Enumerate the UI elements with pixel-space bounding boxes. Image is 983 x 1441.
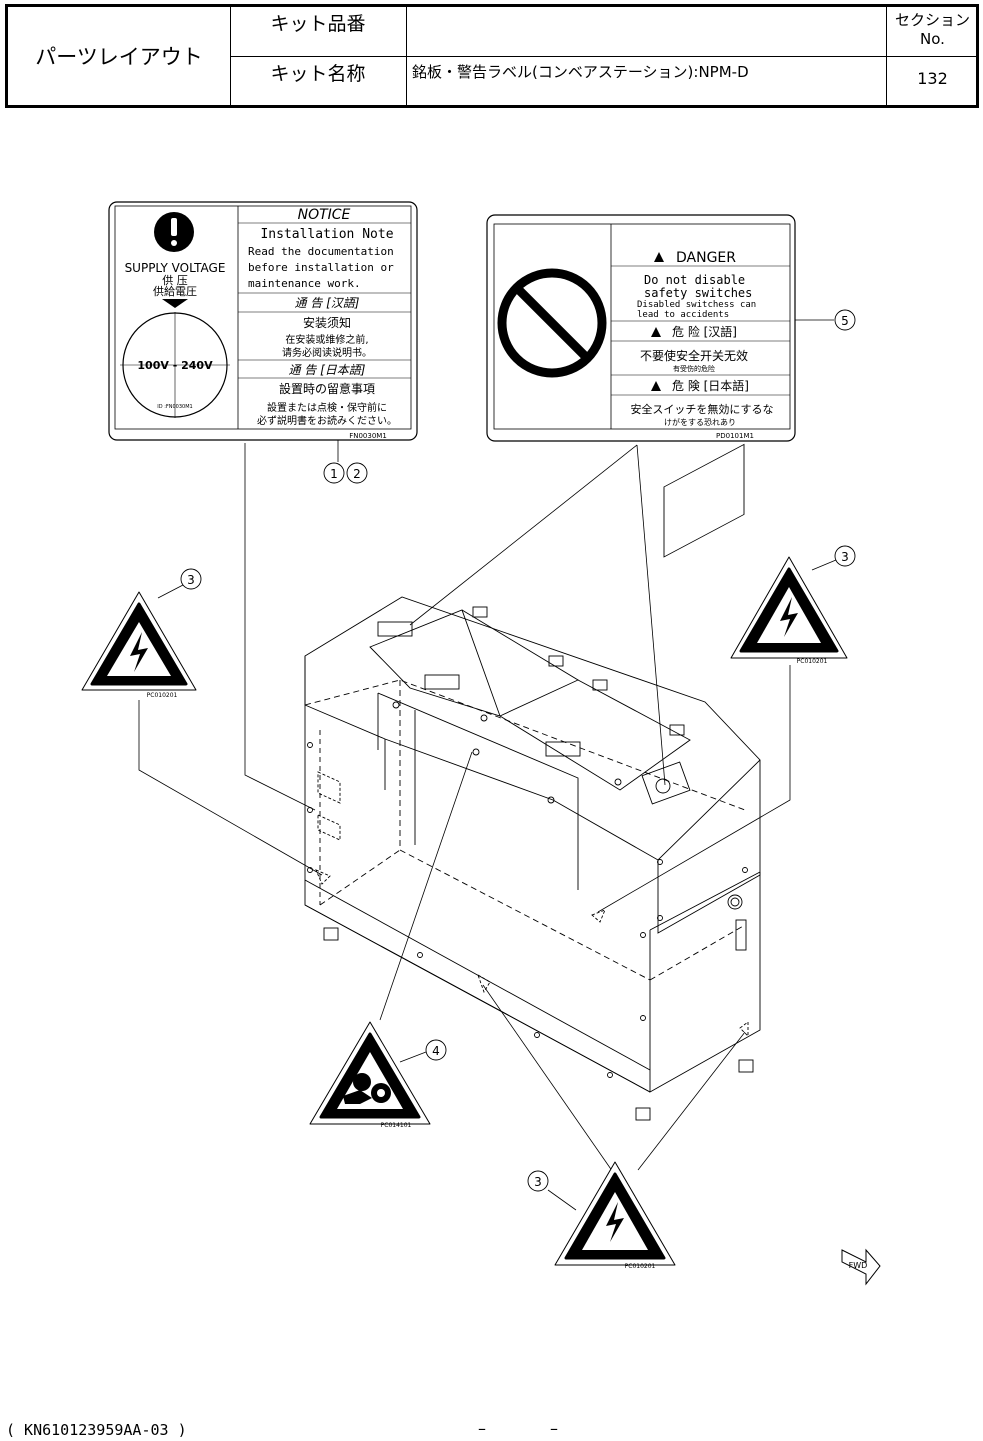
svg-text:2: 2 <box>353 467 361 481</box>
danger-small-1: Disabled switchess can <box>637 300 756 310</box>
page-dash-right: – <box>550 1419 558 1438</box>
kit-name-value: 銘板・警告ラベル(コンベアステーション):NPM-D <box>412 63 749 81</box>
danger-cn-body: 不要使安全开关无效 <box>640 348 748 363</box>
notice-jp-body-2: 必ず説明書をお読みください。 <box>257 414 397 427</box>
svg-text:3: 3 <box>534 1175 542 1189</box>
danger-title: DANGER <box>676 250 736 266</box>
electric-warning-label-right: PC010201 <box>730 556 848 665</box>
notice-body-3: maintenance work. <box>248 277 361 290</box>
title-block: パーツレイアウト キット品番 キット名称 銘板・警告ラベル(コンベアステーション… <box>5 4 979 108</box>
section-value: 132 <box>917 69 948 88</box>
notice-body-2: before installation or <box>248 261 394 274</box>
svg-text:PC010201: PC010201 <box>797 658 828 665</box>
section-label: セクションNo. <box>894 11 970 48</box>
id-text: ID :FN0030M1 <box>157 404 192 410</box>
danger-small-2: lead to accidents <box>637 310 729 320</box>
callout-4 <box>425 1039 447 1061</box>
warning-triangle-cn-icon <box>651 327 661 337</box>
page-dash-left: – <box>478 1419 486 1438</box>
svg-text:3: 3 <box>187 573 195 587</box>
danger-cn-small: 有受伤的危险 <box>673 364 715 373</box>
svg-text:5: 5 <box>841 314 849 328</box>
supply-voltage-text: SUPPLY VOLTAGE <box>125 261 226 275</box>
notice-cn-header: 通 告 [汉語] <box>295 296 360 310</box>
page-title: パーツレイアウト <box>35 45 203 69</box>
danger-jp-header: 危 険 [日本語] <box>672 378 749 393</box>
callout-3-bottom <box>527 1170 549 1192</box>
notice-jp-body-1: 設置または点検・保守前に <box>267 401 387 414</box>
supply-jp-text: 供給電圧 <box>153 284 197 298</box>
leader-lines <box>138 443 791 1176</box>
danger-body-1: Do not disable <box>644 273 745 287</box>
svg-text:PC014101: PC014101 <box>381 1122 412 1129</box>
notice-title: NOTICE <box>298 207 351 223</box>
notice-cn-body-1: 在安装或维修之前, <box>285 333 368 346</box>
svg-text:PC010201: PC010201 <box>147 692 178 699</box>
conveyor-station-drawing <box>304 443 761 1121</box>
notice-jp-title: 設置時の留意事項 <box>279 381 375 396</box>
notice-subtitle: Installation Note <box>260 227 393 242</box>
notice-jp-header: 通 告 [日本語] <box>289 363 366 377</box>
pinch-warning-label: PC014101 <box>309 1021 431 1129</box>
lightning-icon <box>780 597 798 637</box>
svg-text:4: 4 <box>432 1044 440 1058</box>
electric-warning-label-left: PC010201 <box>81 591 197 699</box>
supply-cn-text: 供 压 <box>162 273 188 287</box>
callout-5 <box>834 309 856 331</box>
svg-text:PC010201: PC010201 <box>625 1263 656 1270</box>
fwd-arrow-icon: FWD <box>841 1248 881 1286</box>
danger-jp-body: 安全スイッチを無効にするな <box>630 402 773 416</box>
arrow-down-icon <box>162 299 188 308</box>
callout-1 <box>323 462 345 484</box>
notice-code: FN0030M1 <box>349 432 387 440</box>
notice-body-1: Read the documentation <box>248 245 394 258</box>
notice-cn-body-2: 请务必阅读说明书。 <box>282 346 372 359</box>
voltage-text: 100V - 240V <box>137 359 213 372</box>
warning-triangle-icon <box>654 252 664 262</box>
kit-number-label: キット品番 <box>270 13 366 35</box>
kit-name-label: キット名称 <box>270 63 366 85</box>
danger-label: DANGER Do not disable safety switches Di… <box>486 214 796 442</box>
svg-text:FWD: FWD <box>849 1261 868 1270</box>
danger-body-2: safety switches <box>644 286 752 300</box>
danger-jp-small: けがをする恐れあり <box>664 417 736 427</box>
electric-warning-label-bottom: PC010201 <box>554 1161 676 1270</box>
danger-code: PD0101M1 <box>716 432 754 440</box>
svg-text:1: 1 <box>330 467 338 481</box>
gears-hand-icon <box>343 1073 391 1104</box>
svg-text:3: 3 <box>841 550 849 564</box>
warning-triangle-jp-icon <box>651 381 661 391</box>
notice-cn-title: 安装须知 <box>303 315 351 330</box>
lightning-icon <box>130 632 148 672</box>
document-code: ( KN610123959AA-03 ) <box>6 1421 187 1439</box>
exclamation-icon <box>154 212 194 252</box>
danger-cn-header: 危 险 [汉語] <box>672 324 737 339</box>
prohibition-icon <box>497 268 607 378</box>
callout-3-right <box>834 545 856 567</box>
callout-3-left <box>180 568 202 590</box>
callout-2 <box>346 462 368 484</box>
notice-label: SUPPLY VOLTAGE 供 压 供給電圧 100V - 240V ID :… <box>108 201 418 441</box>
lightning-icon <box>606 1202 624 1242</box>
